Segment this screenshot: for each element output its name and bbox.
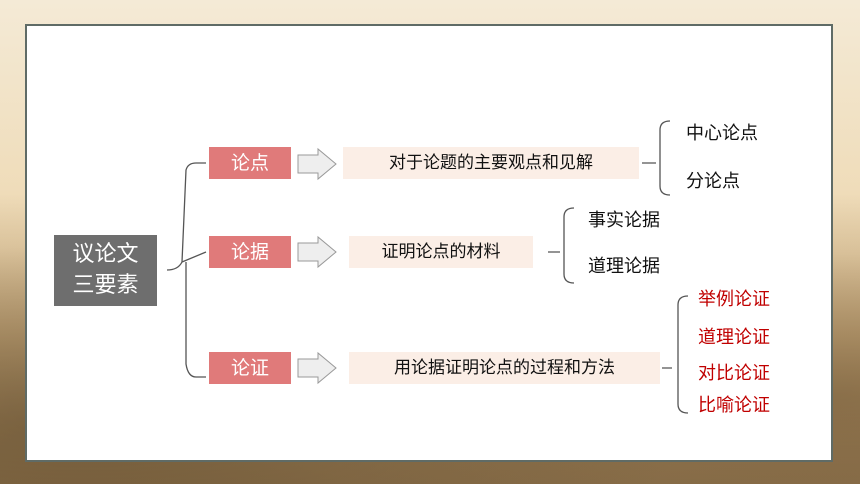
leaf-1-2: 分论点 (686, 171, 740, 192)
arrow-icon-3 (297, 351, 337, 385)
bracket-branch-2 (548, 207, 575, 284)
root-node: 议论文 三要素 (54, 235, 157, 306)
bracket-branch-1 (642, 120, 671, 196)
description-box-3: 用论据证明论点的过程和方法 (349, 352, 660, 384)
arrow-icon-1 (297, 147, 337, 181)
root-bracket (166, 162, 207, 378)
leaf-1-1: 中心论点 (686, 123, 758, 144)
bracket-branch-3 (662, 295, 689, 414)
leaf-3-4: 比喻论证 (698, 395, 770, 416)
description-box-1: 对于论题的主要观点和见解 (343, 147, 639, 179)
leaf-2-1: 事实论据 (588, 210, 660, 231)
root-line-2: 三要素 (72, 273, 139, 298)
leaf-2-2: 道理论据 (588, 256, 660, 277)
description-box-2: 证明论点的材料 (349, 236, 533, 268)
root-line-1: 议论文 (72, 242, 139, 267)
label-box-3: 论证 (209, 352, 291, 384)
leaf-3-3: 对比论证 (698, 363, 770, 384)
label-box-1: 论点 (209, 147, 291, 179)
leaf-3-1: 举例论证 (698, 289, 770, 310)
arrow-icon-2 (297, 235, 337, 269)
leaf-3-2: 道理论证 (698, 327, 770, 348)
label-box-2: 论据 (209, 236, 291, 268)
